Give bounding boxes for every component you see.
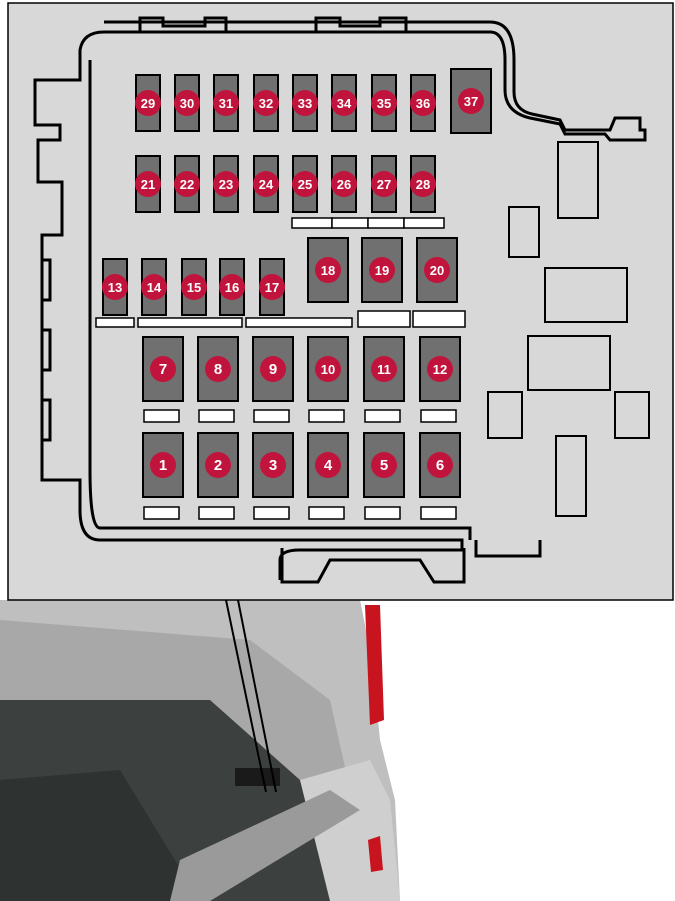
fuse-17: 17 <box>259 259 285 315</box>
fuse-12: 12 <box>420 337 460 401</box>
spare-slot <box>368 218 404 228</box>
fuse-number: 28 <box>416 177 430 192</box>
spare-slot <box>199 410 234 422</box>
fuse-number: 17 <box>265 280 279 295</box>
spare-slot <box>254 507 289 519</box>
fuse-32: 32 <box>253 75 279 131</box>
fuse-13: 13 <box>102 259 128 315</box>
fuse-number: 27 <box>377 177 391 192</box>
fuse-number: 12 <box>433 362 447 377</box>
fuse-number: 32 <box>259 96 273 111</box>
fuse-number: 16 <box>225 280 239 295</box>
spare-slot <box>365 507 400 519</box>
spare-slot <box>144 507 179 519</box>
fuse-30: 30 <box>174 75 200 131</box>
spare-slot <box>309 410 344 422</box>
fuse-26: 26 <box>331 156 357 212</box>
spare-slot <box>138 318 242 327</box>
fuse-number: 4 <box>324 457 333 474</box>
fuse-1: 1 <box>143 433 183 497</box>
fuse-10: 10 <box>308 337 348 401</box>
fuse-25: 25 <box>292 156 318 212</box>
fuse-7: 7 <box>143 337 183 401</box>
fuse-11: 11 <box>364 337 404 401</box>
fuse-number: 29 <box>141 96 155 111</box>
fuse-number: 26 <box>337 177 351 192</box>
fuse-16: 16 <box>219 259 245 315</box>
spare-slot <box>358 311 410 327</box>
fuse-number: 10 <box>321 362 335 377</box>
fuse-35: 35 <box>371 75 397 131</box>
spare-slot <box>365 410 400 422</box>
fuse-number: 33 <box>298 96 312 111</box>
fuse-number: 35 <box>377 96 391 111</box>
fuse-37: 37 <box>451 69 491 133</box>
spare-slot <box>199 507 234 519</box>
fuse-9: 9 <box>253 337 293 401</box>
fuse-number: 15 <box>187 280 201 295</box>
spare-slot <box>246 318 352 327</box>
fuse-number: 5 <box>380 457 388 474</box>
fuse-number: 18 <box>321 263 335 278</box>
fuse-number: 14 <box>147 280 162 295</box>
fuse-14: 14 <box>141 259 167 315</box>
fuse-29: 29 <box>135 75 161 131</box>
spare-slot <box>292 218 332 228</box>
fuse-number: 7 <box>159 361 167 378</box>
fuse-number: 13 <box>108 280 122 295</box>
fuse-36: 36 <box>410 75 436 131</box>
spare-slot <box>421 507 456 519</box>
fuse-number: 6 <box>436 457 444 474</box>
fuse-number: 3 <box>269 457 277 474</box>
spare-slot <box>332 218 368 228</box>
fuse-31: 31 <box>213 75 239 131</box>
fuse-number: 8 <box>214 361 222 378</box>
fuse-number: 9 <box>269 361 277 378</box>
fuse-number: 24 <box>259 177 274 192</box>
fuse-18: 18 <box>308 238 348 302</box>
fuse-number: 19 <box>375 263 389 278</box>
fuse-number: 23 <box>219 177 233 192</box>
fuse-3: 3 <box>253 433 293 497</box>
cargo-area-illustration <box>0 600 675 901</box>
fuse-number: 36 <box>416 96 430 111</box>
fuse-19: 19 <box>362 238 402 302</box>
fuse-number: 22 <box>180 177 194 192</box>
fuse-34: 34 <box>331 75 357 131</box>
fuse-number: 31 <box>219 96 233 111</box>
fuse-number: 37 <box>464 94 478 109</box>
fuse-28: 28 <box>410 156 436 212</box>
fuse-6: 6 <box>420 433 460 497</box>
spare-slot <box>404 218 444 228</box>
fuse-number: 25 <box>298 177 312 192</box>
fuse-5: 5 <box>364 433 404 497</box>
spare-slot <box>144 410 179 422</box>
fuse-24: 24 <box>253 156 279 212</box>
spare-slot <box>421 410 456 422</box>
fuse-33: 33 <box>292 75 318 131</box>
fuse-20: 20 <box>417 238 457 302</box>
fuse-number: 34 <box>337 96 352 111</box>
spare-slot <box>413 311 465 327</box>
fuse-8: 8 <box>198 337 238 401</box>
fuse-number: 1 <box>159 457 167 474</box>
fuse-number: 20 <box>430 263 444 278</box>
fuse-15: 15 <box>181 259 207 315</box>
fuse-number: 11 <box>377 362 391 377</box>
fuse-21: 21 <box>135 156 161 212</box>
fuse-number: 21 <box>141 177 155 192</box>
fuse-2: 2 <box>198 433 238 497</box>
fuse-number: 2 <box>214 457 222 474</box>
fuse-number: 30 <box>180 96 194 111</box>
spare-slot <box>309 507 344 519</box>
fuse-22: 22 <box>174 156 200 212</box>
spare-slot <box>254 410 289 422</box>
spare-slot <box>96 318 134 327</box>
fuse-27: 27 <box>371 156 397 212</box>
fuse-23: 23 <box>213 156 239 212</box>
fuse-4: 4 <box>308 433 348 497</box>
